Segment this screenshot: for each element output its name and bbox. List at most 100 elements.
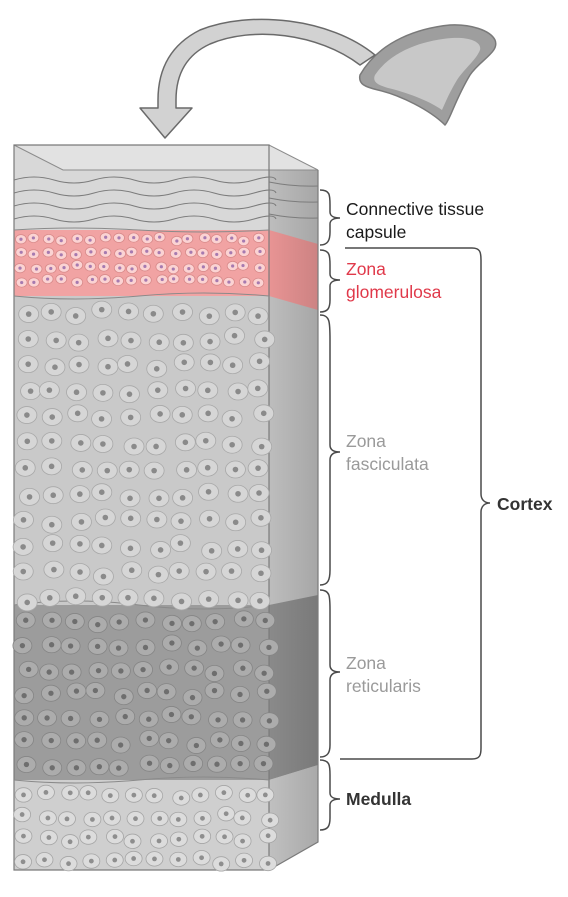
cell-nucleus (240, 838, 245, 844)
cell-nucleus (222, 834, 227, 840)
cell-nucleus (19, 250, 23, 254)
cell-nucleus (66, 861, 71, 867)
cell-nucleus (73, 765, 80, 771)
capsule-bracket (319, 189, 341, 246)
cell-nucleus (188, 714, 194, 720)
cell-nucleus (255, 313, 261, 319)
cell-nucleus (200, 277, 205, 281)
cell-nucleus (262, 617, 268, 624)
cell-nucleus (21, 692, 27, 699)
cell-nucleus (62, 265, 66, 270)
cell-nucleus (131, 443, 137, 450)
cell-nucleus (67, 839, 73, 845)
cell-nucleus (76, 361, 82, 368)
cell-nucleus (48, 642, 55, 648)
cell-nucleus (256, 490, 262, 496)
cell-nucleus (204, 387, 211, 394)
cell-nucleus (126, 391, 133, 397)
cell-nucleus (266, 644, 272, 651)
cell-nucleus (72, 313, 79, 319)
cell-nucleus (104, 467, 111, 474)
cell-nucleus (102, 264, 106, 269)
cell-nucleus (229, 415, 235, 422)
cell-nucleus (180, 340, 187, 346)
cell-nucleus (258, 266, 262, 270)
cell-nucleus (72, 618, 78, 625)
cortex-bracket (340, 247, 491, 760)
cell-nucleus (258, 547, 265, 554)
cell-nucleus (204, 464, 211, 471)
curved-arrow-icon (139, 18, 376, 139)
cell-nucleus (229, 362, 236, 369)
cell-nucleus (258, 515, 264, 521)
cell-nucleus (237, 642, 244, 648)
cell-nucleus (151, 467, 157, 474)
cell-nucleus (166, 738, 172, 744)
cell-nucleus (258, 443, 265, 450)
cell-nucleus (267, 817, 273, 823)
fasciculata-label: Zona fasciculata (346, 430, 429, 476)
cell-nucleus (205, 596, 212, 602)
cell-nucleus (53, 337, 59, 344)
cell-nucleus (207, 359, 214, 366)
cell-nucleus (189, 694, 196, 701)
cell-nucleus (72, 593, 79, 600)
medulla-bracket (319, 759, 341, 831)
cell-nucleus (104, 235, 108, 239)
cell-nucleus (154, 516, 160, 523)
cell-nucleus (74, 410, 81, 417)
cell-nucleus (142, 644, 149, 651)
cell-nucleus (262, 792, 268, 798)
cell-nucleus (221, 790, 227, 796)
cell-nucleus (146, 716, 152, 722)
cell-nucleus (67, 715, 74, 722)
cell-nucleus (88, 858, 94, 864)
fasciculata-label-line1: Zona (346, 431, 386, 451)
cell-nucleus (189, 250, 193, 254)
cell-nucleus (19, 812, 25, 817)
cell-nucleus (49, 540, 56, 546)
cell-nucleus (263, 741, 270, 747)
cell-nucleus (59, 238, 63, 243)
cell-nucleus (98, 489, 105, 496)
cell-nucleus (157, 547, 164, 553)
cell-nucleus (185, 237, 190, 241)
cell-nucleus (122, 713, 128, 720)
cell-nucleus (59, 277, 63, 281)
cell-nucleus (203, 236, 207, 240)
cell-nucleus (27, 388, 34, 394)
cell-nucleus (258, 570, 264, 577)
cell-nucleus (121, 693, 127, 700)
cell-nucleus (218, 641, 224, 647)
cell-nucleus (179, 309, 186, 315)
cell-nucleus (243, 280, 247, 284)
cell-nucleus (239, 815, 245, 821)
cell-nucleus (176, 568, 183, 574)
cell-nucleus (67, 790, 73, 796)
cell-nucleus (74, 253, 78, 257)
cell-nucleus (31, 252, 36, 256)
cell-nucleus (265, 833, 271, 839)
cell-nucleus (175, 239, 179, 243)
cell-nucleus (234, 546, 241, 552)
medulla-label: Medulla (346, 789, 412, 809)
cell-nucleus (98, 542, 105, 549)
cell-nucleus (215, 717, 221, 723)
cell-nucleus (191, 665, 197, 671)
cell-nucleus (146, 735, 152, 742)
cell-nucleus (254, 385, 261, 392)
cell-nucleus (96, 716, 103, 723)
cell-nucleus (175, 817, 181, 822)
cell-nucleus (107, 793, 113, 798)
cell-nucleus (218, 861, 224, 867)
cell-nucleus (115, 645, 122, 651)
cell-nucleus (215, 252, 219, 257)
cell-nucleus (158, 235, 162, 239)
cell-nucleus (100, 390, 106, 396)
cell-nucleus (197, 792, 203, 798)
cell-nucleus (116, 765, 122, 771)
cell-nucleus (105, 335, 111, 342)
cell-nucleus (260, 410, 267, 417)
cell-nucleus (45, 815, 51, 821)
